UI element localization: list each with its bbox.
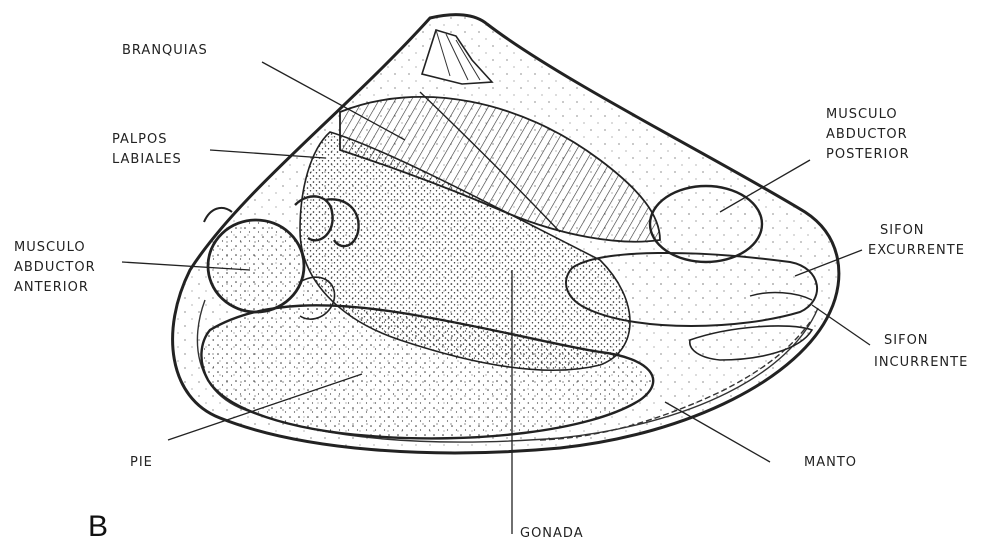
label-excurrent-line1: SIFON	[880, 222, 925, 240]
label-incurrent-line2: INCURRENTE	[874, 354, 968, 372]
label-branquias: BRANQUIAS	[122, 42, 208, 60]
excurrent-siphon	[566, 253, 817, 326]
label-anterior-line2: ABDUCTOR	[14, 259, 96, 277]
label-palpos-line2: LABIALES	[112, 151, 182, 169]
label-manto: MANTO	[804, 454, 857, 472]
label-pie: PIE	[130, 454, 153, 472]
label-incurrent-line1: SIFON	[884, 332, 929, 350]
label-anterior-line1: MUSCULO	[14, 239, 86, 257]
label-anterior-line3: ANTERIOR	[14, 279, 89, 297]
label-posterior-line3: POSTERIOR	[826, 146, 910, 164]
label-posterior-line2: ABDUCTOR	[826, 126, 908, 144]
anterior-adductor-muscle	[208, 220, 304, 312]
label-gonada: GONADA	[520, 525, 584, 543]
panel-letter: B	[88, 510, 108, 544]
label-posterior-line1: MUSCULO	[826, 106, 898, 124]
label-palpos-line1: PALPOS	[112, 131, 167, 149]
label-excurrent-line2: EXCURRENTE	[868, 242, 965, 260]
